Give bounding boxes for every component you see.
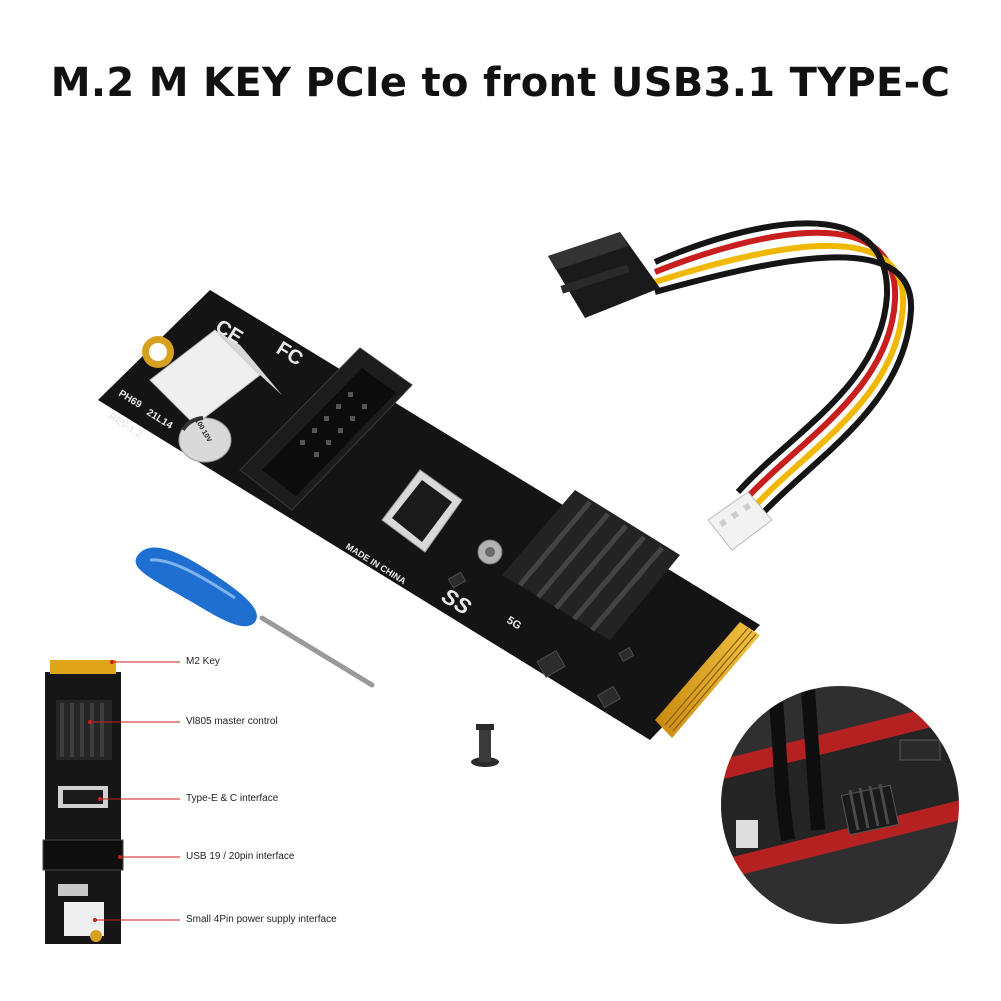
callout-vl805: Vl805 master control — [186, 716, 278, 727]
sata-connector — [548, 232, 660, 318]
small-4pin-plug — [707, 491, 773, 551]
gold-fingers — [655, 622, 760, 738]
white-4pin-header — [149, 329, 282, 426]
loose-screw — [471, 724, 499, 767]
callout-type-e-c: Type-E & C interface — [186, 793, 279, 804]
page-title: M.2 M KEY PCIe to front USB3.1 TYPE-C — [50, 60, 951, 106]
heatsink — [502, 490, 680, 640]
callout-small-4pin: Small 4Pin power supply interface — [186, 914, 337, 925]
callout-lines — [90, 661, 180, 921]
capacitor — [178, 416, 232, 463]
sata-power-cable — [548, 220, 915, 551]
board-front-diagram — [42, 660, 124, 944]
m2-adapter-board — [98, 290, 760, 740]
type-e-connector — [381, 469, 463, 553]
usb-19-20pin-header — [239, 347, 413, 511]
callout-m2-key: M2 Key — [186, 656, 220, 667]
screwdriver — [135, 547, 375, 688]
installed-inset — [719, 684, 961, 926]
callout-usb-19-20pin: USB 19 / 20pin interface — [186, 851, 295, 862]
